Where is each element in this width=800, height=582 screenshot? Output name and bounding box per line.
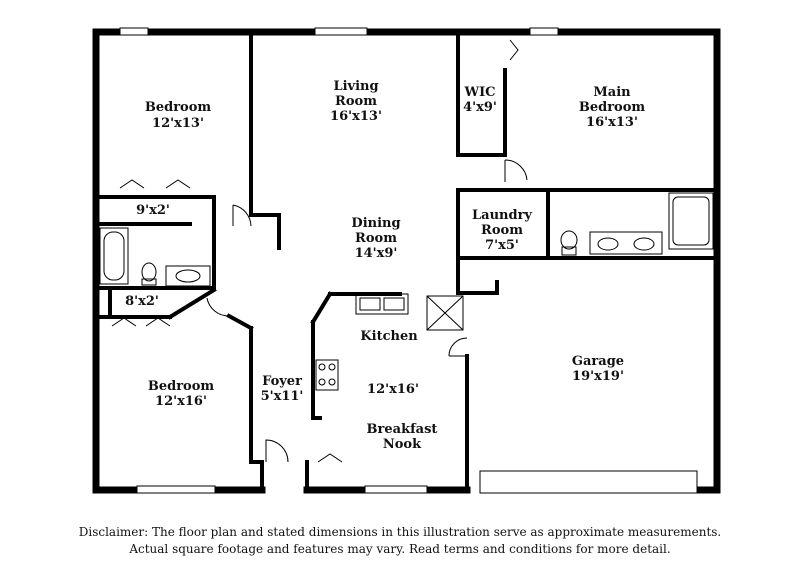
main-bedroom-name1: Main <box>593 85 631 100</box>
closet-top-dims: 9'x2' <box>136 203 170 218</box>
windows <box>119 27 698 494</box>
foyer-name: Foyer <box>262 374 302 389</box>
garage-dims: 19'x19' <box>572 369 624 384</box>
wic-dims: 4'x9' <box>463 100 497 115</box>
laundry-dims: 7'x5' <box>485 238 519 253</box>
disclaimer: Disclaimer: The floor plan and stated di… <box>0 524 800 558</box>
breakfast-name1: Breakfast <box>367 422 438 437</box>
kitchen-name: Kitchen <box>360 329 418 344</box>
foyer-dims: 5'x11' <box>261 389 304 404</box>
closet-bottom-dims: 8'x2' <box>125 294 159 309</box>
dining-name2: Room <box>355 231 397 246</box>
garage-name: Garage <box>572 354 624 369</box>
laundry-name1: Laundry <box>472 208 532 223</box>
interior-walls <box>94 30 719 492</box>
kitchen-dims: 12'x16' <box>367 382 419 397</box>
bedroom-bottom-name: Bedroom <box>148 379 215 394</box>
living-dims: 16'x13' <box>330 109 382 124</box>
wic-name: WIC <box>463 85 495 100</box>
laundry-name2: Room <box>481 223 523 238</box>
living-name2: Room <box>335 94 377 109</box>
breakfast-name2: Nook <box>383 437 422 452</box>
dining-name1: Dining <box>351 216 400 231</box>
bedroom-top-dims: 12'x13' <box>152 116 204 131</box>
floor-plan: Bedroom 12'x13' Living Room 16'x13' WIC … <box>92 27 721 494</box>
dining-dims: 14'x9' <box>355 246 398 261</box>
bedroom-bottom-dims: 12'x16' <box>155 394 207 409</box>
doors <box>111 39 548 463</box>
disclaimer-line-1: Disclaimer: The floor plan and stated di… <box>78 525 722 539</box>
living-name1: Living <box>333 79 378 94</box>
disclaimer-line-2: Actual square footage and features may v… <box>129 542 671 556</box>
fixtures <box>99 192 714 391</box>
main-bedroom-dims: 16'x13' <box>586 115 638 130</box>
main-bedroom-name2: Bedroom <box>579 100 646 115</box>
room-labels: Bedroom 12'x13' Living Room 16'x13' WIC … <box>125 79 645 452</box>
bedroom-top-name: Bedroom <box>145 100 212 115</box>
